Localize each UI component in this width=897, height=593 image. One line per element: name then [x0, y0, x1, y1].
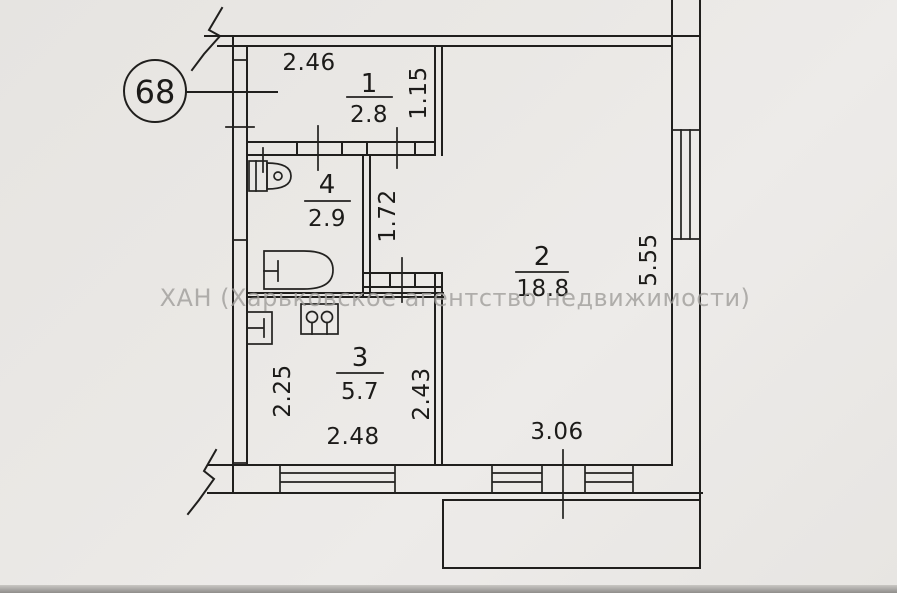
- room1-area: 2.8: [350, 102, 388, 128]
- stove: [300, 303, 339, 335]
- dimension-labels: 2.46 1.15 1.72 5.55 2.25 2.43 2.48 3.06: [270, 50, 662, 450]
- wall-joints: [225, 59, 701, 464]
- interior-partitions: [246, 45, 564, 519]
- bathtub-outline: [263, 250, 334, 290]
- balcony: [442, 496, 701, 569]
- room-labels: 1 2.8 4 2.9 2 18.8 3 5.7: [304, 69, 569, 405]
- kitchen-sink: [246, 311, 273, 345]
- toilet-drain: [273, 171, 283, 181]
- room2-area: 18.8: [516, 276, 569, 302]
- room1-number: 1: [361, 69, 378, 99]
- apartment-number: 68: [135, 73, 176, 111]
- break-line-top: [190, 6, 224, 72]
- right-window-glazing: [680, 129, 691, 240]
- dim-room2-depth: 5.55: [636, 233, 662, 286]
- scan-edge-shadow: [0, 585, 897, 593]
- stove-burner-lines: [311, 321, 328, 335]
- bathtub: [263, 250, 334, 290]
- toilet: [248, 160, 292, 192]
- toilet-tank: [248, 160, 268, 192]
- dim-kitchen-right: 2.43: [409, 367, 435, 420]
- sink-tap: [246, 318, 265, 338]
- room4-area: 2.9: [308, 206, 346, 232]
- toilet-bowl: [266, 162, 292, 190]
- dim-hall-length: 1.72: [375, 189, 401, 242]
- wall-outline: [204, 0, 703, 498]
- bathtub-faucet: [263, 260, 279, 282]
- bottom-windows: [279, 464, 634, 494]
- apartment-bubble: 68: [123, 59, 278, 123]
- room3-area: 5.7: [341, 379, 379, 405]
- dim-kitchen-width: 2.48: [326, 424, 379, 450]
- dim-balcony-window: 3.06: [530, 419, 583, 445]
- stove-outline: [300, 303, 339, 335]
- room4-number: 4: [319, 170, 336, 200]
- balcony-outline: [442, 496, 701, 569]
- dim-kitchen-left: 2.25: [270, 364, 296, 417]
- opening-ticks: [262, 125, 564, 519]
- dim-room1-depth: 1.15: [406, 66, 432, 119]
- room3-number: 3: [352, 343, 369, 373]
- stove-burner-right: [320, 310, 334, 324]
- break-line-bottom: [186, 448, 218, 516]
- room2-number: 2: [534, 242, 551, 272]
- stove-burner-left: [305, 310, 319, 324]
- dim-room1-width: 2.46: [282, 50, 335, 76]
- exterior-walls: [186, 0, 703, 516]
- watermark-text: ХАН (Харьковское агентство недвижимости): [160, 284, 751, 312]
